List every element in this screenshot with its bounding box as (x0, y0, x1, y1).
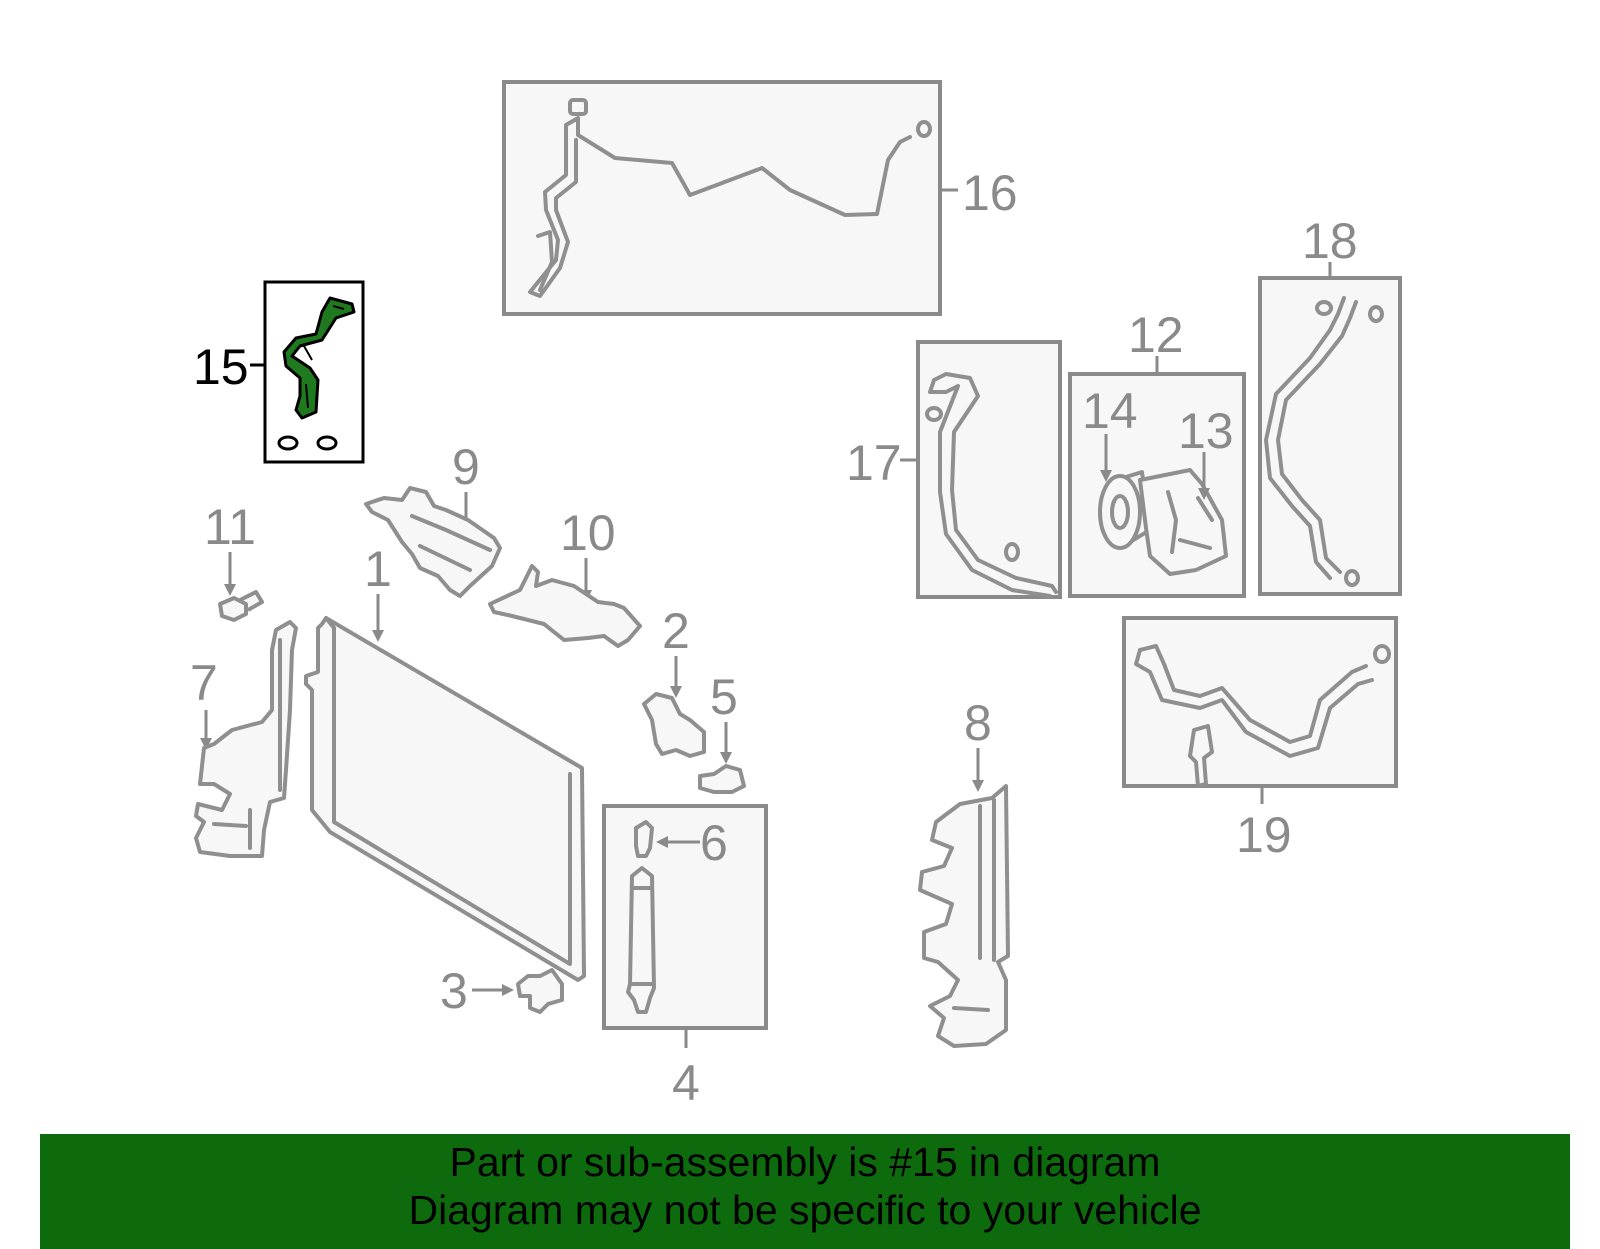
part-11-arrowhead (224, 584, 236, 596)
part-6-plug (634, 820, 654, 858)
part-1-condenser (304, 616, 586, 982)
part-14-group[interactable]: 14 (1082, 383, 1152, 550)
part-4-drier-bands (628, 886, 654, 986)
part-16-group[interactable]: 16 (502, 80, 1018, 316)
part-18-group[interactable]: 18 (1258, 213, 1402, 596)
part-15-group[interactable]: 15 (193, 280, 365, 464)
part-16-oring (916, 120, 932, 138)
part-19-bracket (1188, 724, 1214, 788)
part-8-detail (952, 798, 996, 1012)
part-16-bracket (536, 230, 554, 292)
part-5-group[interactable]: 5 (698, 669, 746, 794)
info-banner: Part or sub-assembly is #15 in diagram D… (40, 1134, 1570, 1249)
banner-line-disclaimer: Diagram may not be specific to your vehi… (408, 1187, 1202, 1233)
part-4-drier (626, 866, 656, 1014)
callout-1[interactable]: 1 (364, 541, 392, 597)
part-5-arrowhead (720, 752, 732, 764)
part-3-group[interactable]: 3 (440, 963, 564, 1019)
part-13-body-detail (1166, 490, 1214, 554)
callout-9[interactable]: 9 (452, 439, 480, 495)
callout-18[interactable]: 18 (1302, 213, 1358, 269)
part-1-group[interactable]: 1 (304, 541, 586, 982)
part-2-bracket (642, 692, 706, 758)
part-10-air-guide (488, 564, 642, 648)
part-18-oring-bottom (1344, 569, 1360, 587)
part-2-group[interactable]: 2 (642, 603, 706, 758)
part-14-arrowhead (1100, 470, 1112, 482)
part-10-group[interactable]: 10 (488, 505, 642, 648)
part-15-hose-detail (303, 305, 345, 409)
part-13-group[interactable]: 13 (1138, 403, 1234, 576)
part-18-oring-side (1368, 305, 1384, 323)
part-17-oring-top (925, 406, 943, 422)
part-7-detail (212, 638, 282, 850)
part-17-oring-bottom (1004, 542, 1020, 562)
part-16-box[interactable] (502, 80, 942, 316)
part-8-group[interactable]: 8 (918, 695, 1010, 1048)
part-18-hose (1264, 296, 1358, 580)
callout-12[interactable]: 12 (1128, 307, 1184, 363)
callout-13[interactable]: 13 (1178, 403, 1234, 459)
part-7-group[interactable]: 7 (190, 620, 298, 858)
part-16-fitting-top (568, 98, 588, 116)
part-1-core (324, 616, 572, 966)
part-3-bracket (516, 968, 564, 1014)
part-7-bracket (194, 620, 298, 858)
part-11-group[interactable]: 11 (204, 499, 264, 622)
part-16-pipe (528, 116, 912, 298)
part-8-arrowhead (972, 780, 984, 792)
part-19-oring (1373, 644, 1391, 664)
callout-15[interactable]: 15 (193, 339, 249, 395)
callout-8[interactable]: 8 (964, 695, 992, 751)
part-13-arrowhead (1198, 488, 1210, 500)
callout-10[interactable]: 10 (560, 505, 616, 561)
part-5-clamp (698, 764, 746, 794)
part-18-oring-top (1315, 300, 1333, 316)
part-6-group[interactable]: 6 (634, 815, 728, 871)
part-18-box[interactable] (1258, 276, 1402, 596)
callout-6[interactable]: 6 (700, 815, 728, 871)
part-8-bracket (918, 784, 1010, 1048)
part-9-group[interactable]: 9 (364, 439, 502, 598)
part-17-group[interactable]: 17 (846, 340, 1062, 599)
part-2-arrowhead (670, 686, 682, 698)
part-9-detail (410, 514, 492, 572)
callout-4[interactable]: 4 (672, 1055, 700, 1111)
part-15-oring-right (316, 435, 338, 451)
callout-3[interactable]: 3 (440, 963, 468, 1019)
banner-line-part-info: Part or sub-assembly is #15 in diagram (449, 1139, 1161, 1185)
callout-14[interactable]: 14 (1082, 383, 1138, 439)
callout-2[interactable]: 2 (662, 603, 690, 659)
part-12-group[interactable]: 12 14 13 (1068, 307, 1246, 598)
part-19-group[interactable]: 19 (1122, 616, 1398, 863)
callout-7[interactable]: 7 (190, 655, 218, 711)
part-11-bolt (218, 590, 264, 622)
part-17-hose (928, 372, 1058, 598)
part-15-oring-left (277, 435, 299, 451)
part-14-pulley-inner (1110, 494, 1130, 530)
part-4-group[interactable]: 4 6 (602, 804, 768, 1111)
callout-16[interactable]: 16 (962, 165, 1018, 221)
part-15-hose (282, 296, 356, 420)
callout-5[interactable]: 5 (710, 669, 738, 725)
part-1-arrowhead (372, 630, 384, 642)
callout-19[interactable]: 19 (1236, 807, 1292, 863)
part-6-arrowhead (656, 836, 668, 848)
part-3-arrowhead (502, 984, 514, 996)
part-7-arrowhead (200, 738, 212, 750)
part-14-pulley (1098, 474, 1142, 550)
callout-11[interactable]: 11 (204, 499, 256, 555)
callout-17[interactable]: 17 (846, 435, 902, 491)
part-19-hose (1134, 644, 1374, 758)
